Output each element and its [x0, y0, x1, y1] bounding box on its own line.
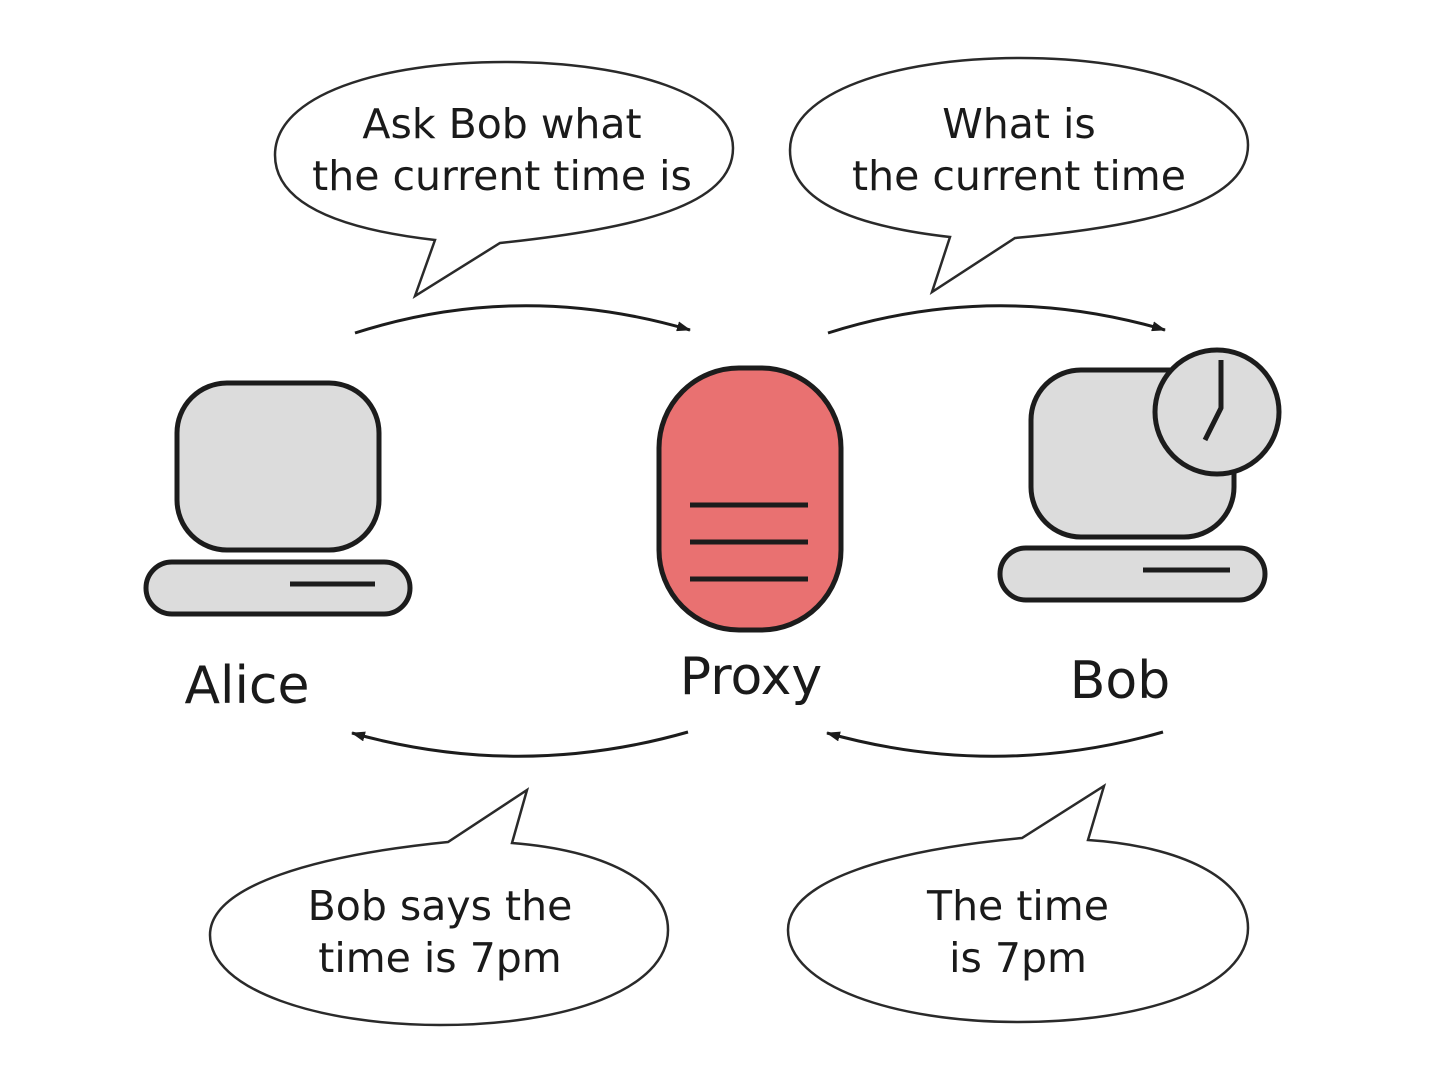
- arrow-alice-to-proxy: [354, 304, 691, 335]
- server-body: [656, 365, 844, 633]
- speech-bubble-alice-to-proxy: Ask Bob what the current time is: [273, 60, 735, 299]
- speech-bubble-shape: [786, 783, 1250, 1024]
- computer-base: [143, 559, 413, 617]
- bubble-text-line-1: Bob says the: [308, 882, 573, 930]
- speech-bubble-shape: [208, 787, 670, 1027]
- computer-icon: [143, 380, 413, 617]
- bubble-text-line-1: Ask Bob what: [362, 100, 641, 148]
- bubble-text-line-1: What is: [942, 100, 1096, 148]
- arrow-bob-to-proxy: [826, 730, 1164, 758]
- monitor-screen: [174, 380, 382, 553]
- bubble-text-line-2: time is 7pm: [318, 934, 562, 982]
- node-label-proxy: Proxy: [680, 647, 822, 707]
- computer-base: [997, 545, 1268, 603]
- bubble-text-line-2: is 7pm: [949, 934, 1087, 982]
- node-label-alice: Alice: [184, 656, 309, 716]
- speech-bubble-bob-to-proxy: The time is 7pm: [786, 783, 1250, 1024]
- speech-bubble-shape: [788, 56, 1250, 295]
- speech-bubble-proxy-to-alice: Bob says the time is 7pm: [208, 787, 670, 1027]
- bubble-text-line-2: the current time is: [312, 152, 692, 200]
- bubble-text-line-1: The time: [926, 882, 1109, 930]
- speech-bubble-proxy-to-bob: What is the current time: [788, 56, 1250, 295]
- arrow-proxy-to-bob: [827, 304, 1166, 335]
- computer-with-clock-icon: [997, 347, 1282, 603]
- arrow-proxy-to-alice: [351, 730, 689, 758]
- server-icon: [656, 365, 844, 633]
- clock-hands: [1202, 360, 1224, 442]
- bubble-text-line-2: the current time: [852, 152, 1186, 200]
- speech-bubble-shape: [273, 60, 735, 299]
- node-label-bob: Bob: [1070, 651, 1171, 711]
